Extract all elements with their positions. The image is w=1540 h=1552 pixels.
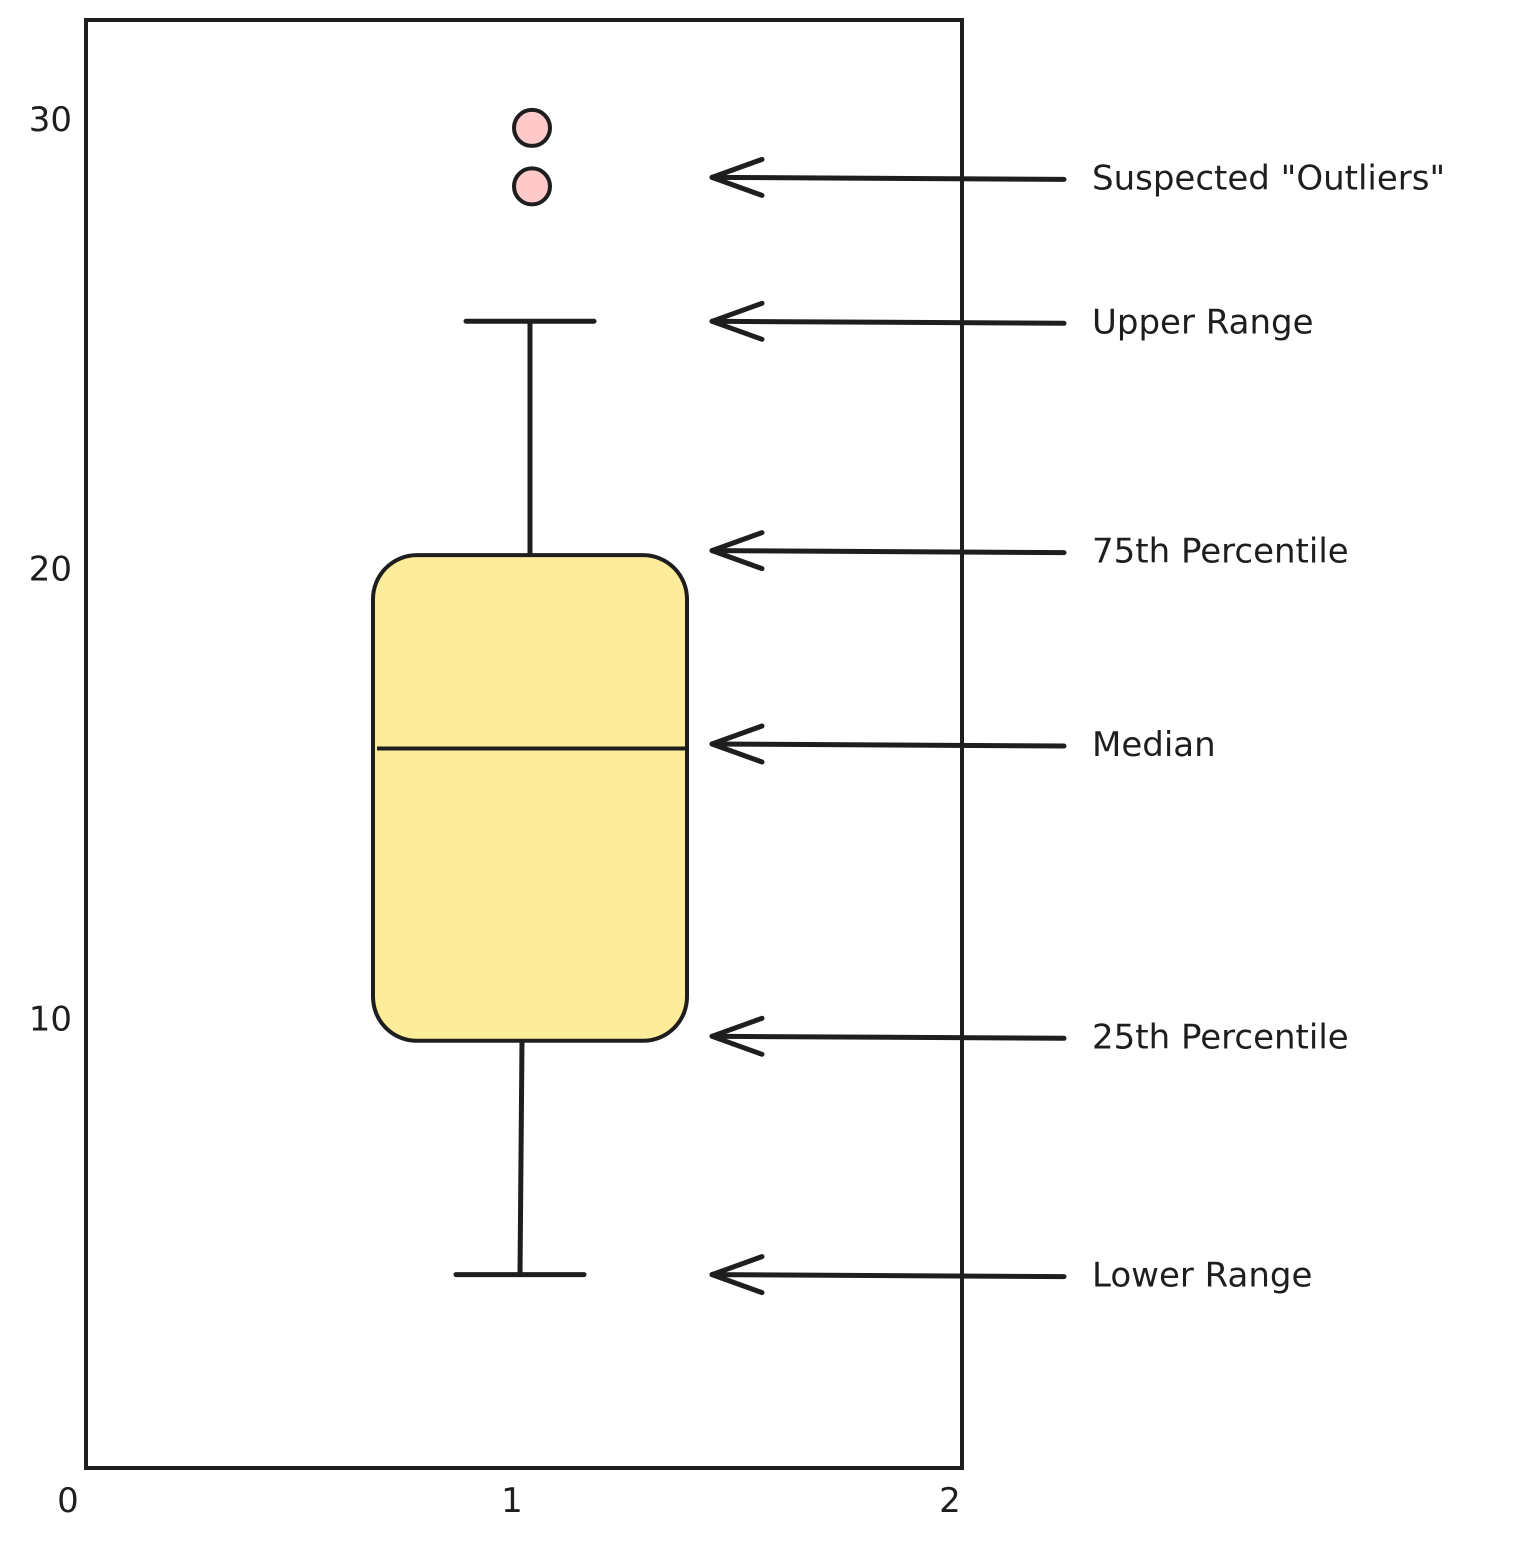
- annotation-arrow-shaft: [709, 741, 1067, 749]
- x-tick-label: 1: [501, 1481, 523, 1521]
- annotation-label: Suspected "Outliers": [1092, 158, 1445, 198]
- annotation-arrow-head: [709, 530, 765, 572]
- annotation-arrow-shaft: [709, 174, 1067, 182]
- annotation-arrow-shaft: [709, 1033, 1067, 1041]
- annotation-label: 75th Percentile: [1092, 532, 1349, 572]
- x-tick-label: 2: [939, 1481, 961, 1521]
- annotation-label: 25th Percentile: [1092, 1017, 1349, 1057]
- outlier-point: [512, 107, 552, 148]
- annotation-arrow-head: [709, 723, 765, 765]
- annotation-arrow-head: [709, 156, 765, 198]
- x-tick-label: 0: [57, 1481, 79, 1521]
- lower-whisker: [517, 1040, 525, 1275]
- annotation-arrow-head: [709, 1254, 765, 1296]
- chart-marks: 10 20 30 0 1 2 Suspected "Outliers" Upper Range…: [29, 100, 1445, 1521]
- annotation-label: Upper Range: [1092, 302, 1314, 342]
- annotation-arrow-head: [709, 300, 765, 342]
- annotation-label: Median: [1092, 725, 1216, 765]
- annotation-arrow-head: [709, 1015, 765, 1057]
- y-tick-label: 20: [29, 550, 72, 590]
- y-tick-label: 10: [29, 999, 72, 1039]
- annotation-arrow-shaft: [709, 1272, 1067, 1280]
- annotation-arrow-shaft: [709, 548, 1067, 556]
- outlier-point: [512, 166, 552, 207]
- iqr-box: [371, 553, 689, 1043]
- y-tick-label: 30: [29, 100, 72, 140]
- annotation-label: Lower Range: [1092, 1256, 1312, 1296]
- annotation-arrow-shaft: [709, 318, 1067, 326]
